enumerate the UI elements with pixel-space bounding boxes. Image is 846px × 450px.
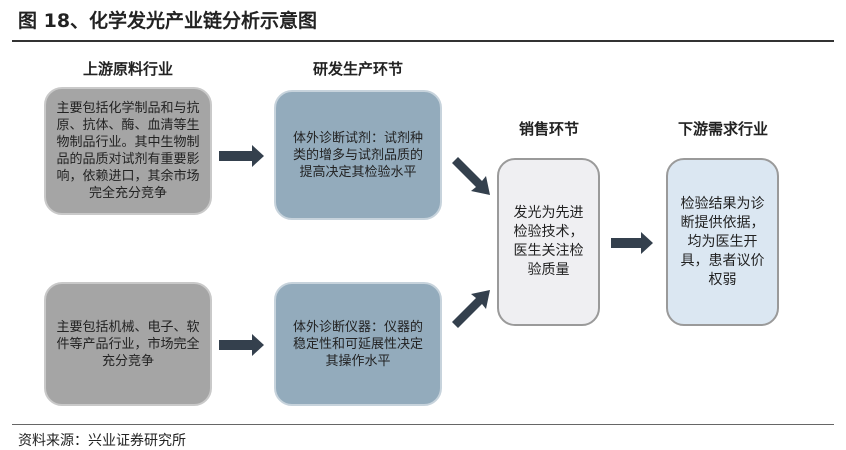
- figure-title: 图 18、化学发光产业链分析示意图: [18, 10, 318, 32]
- arrow-right-icon: [219, 145, 264, 167]
- top-rule: [12, 40, 834, 42]
- heading-rnd: 研发生产环节: [312, 60, 403, 78]
- arrow-right-icon: [611, 232, 653, 254]
- heading-downstream: 下游需求行业: [677, 120, 768, 138]
- heading-upstream: 上游原料行业: [82, 60, 173, 78]
- downstream-box: 检验结果为诊断提供依据，均为医生开具，患者议价权弱: [666, 158, 779, 326]
- source-note: 资料来源：兴业证券研究所: [18, 433, 186, 449]
- arrow-right-icon: [219, 334, 264, 356]
- upstream-mechanical-box: 主要包括机械、电子、软件等产品行业，市场完全充分竞争: [44, 282, 212, 406]
- heading-sales: 销售环节: [518, 120, 579, 138]
- bottom-rule: [12, 424, 834, 425]
- arrow-diagonal-up-icon: [452, 290, 490, 328]
- upstream-chemical-box: 主要包括化学制品和与抗原、抗体、酶、血清等生物制品行业。其中生物制品的品质对试剂…: [44, 87, 212, 215]
- arrow-diagonal-down-icon: [452, 157, 490, 195]
- rnd-instrument-box: 体外诊断仪器：仪器的稳定性和可延展性决定其操作水平: [274, 282, 442, 406]
- sales-box: 发光为先进检验技术，医生关注检验质量: [497, 158, 600, 326]
- rnd-reagent-box: 体外诊断试剂：试剂种类的增多与试剂品质的提高决定其检验水平: [274, 90, 442, 220]
